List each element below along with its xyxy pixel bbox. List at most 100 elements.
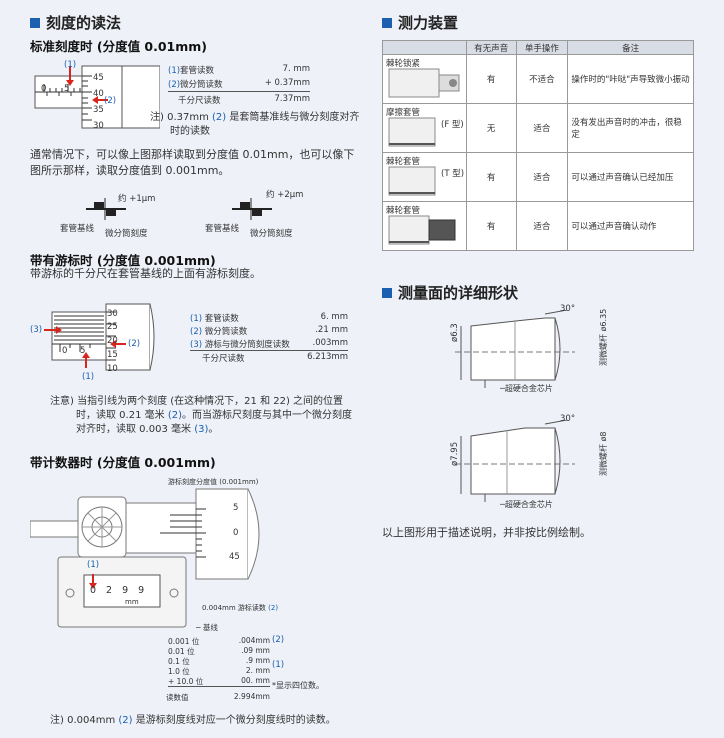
face-diagram-1 <box>455 310 575 388</box>
counter-micrometer-diagram <box>30 488 260 628</box>
vern-row-total: 千分尺读数 6.213mm <box>202 352 348 364</box>
small-diagram-1 <box>86 198 126 220</box>
vernier-title: 带有游标时 (分度值 0.001mm) <box>30 253 216 268</box>
face-1-left-dim: ø6.3 <box>450 323 460 342</box>
device-illustration: 棘轮套管 (T 型) <box>382 152 467 202</box>
vern-label-10: 10 <box>107 364 118 374</box>
vernier-note: 注意) 当指引线为两个刻度 (在这种情况下，21 和 22) 之间的位置 时，读… <box>50 396 352 435</box>
std-row-1: (1)套管读数 7. mm <box>168 64 310 76</box>
table-row: 棘轮套管 (T 型) 有 适合 可以通过声音确认已经加压 <box>382 152 694 202</box>
standard-paragraph: 通常情况下，可以像上图那样读取到分度值 0.01mm，也可以像下图所示那样，读取… <box>30 148 355 177</box>
std-label-5: 5 <box>64 84 70 94</box>
counter-title: 带计数器时 (分度值 0.001mm) <box>30 455 216 470</box>
standard-reading-table: (1)套管读数 7. mm (2)微分筒读数 + 0.37mm 千分尺读数 7.… <box>168 64 310 106</box>
counter-digit: 9 <box>122 585 129 596</box>
counter-scale-45: 45 <box>229 552 240 562</box>
section-title-scale-reading: 刻度的读法 <box>30 12 121 33</box>
small-diagram-2-right: 微分筒刻度 <box>250 229 293 239</box>
table-header: 备注 <box>567 40 694 55</box>
counter-four-digits: *显示四位数。 <box>272 681 324 690</box>
std-label-30: 30 <box>93 121 104 131</box>
face-1-bottom: ─超硬合金芯片 <box>500 384 553 393</box>
std-label-45: 45 <box>93 73 104 83</box>
table-row: 棘轮套管 有 适合 可以通过声音确认动作 <box>382 201 694 251</box>
vern-label-20: 20 <box>107 336 118 346</box>
small-diagram-1-right: 微分筒刻度 <box>105 229 148 239</box>
std-label-40: 40 <box>93 89 104 99</box>
device-illustration: 棘轮锁紧 <box>382 54 467 104</box>
standard-note: 注) 0.37mm (2) 是套筒基准线与微分刻度对齐 时的读数 <box>150 112 360 137</box>
vern-num-1: (1) <box>82 372 95 382</box>
section-title-measuring-force: 测力装置 <box>382 12 458 33</box>
vern-num-3: (3) <box>30 325 43 335</box>
standard-scale-diagram <box>34 65 160 129</box>
section-title-measuring-face: 测量面的详细形状 <box>382 282 518 303</box>
counter-num-1: (1) <box>87 560 100 570</box>
counter-digit: 2 <box>106 585 113 596</box>
table-header <box>382 40 467 55</box>
counter-scale-5: 5 <box>233 503 239 513</box>
vern-row-2: (2) 微分筒读数 .21 mm <box>190 325 348 337</box>
counter-digit: 9 <box>138 585 145 596</box>
std-num-2: (2) <box>104 96 117 106</box>
square-bullet-icon <box>382 17 392 28</box>
counter-row-num-2: (2) <box>272 635 285 645</box>
vern-label-25: 25 <box>107 322 118 332</box>
measuring-force-table: 有无声音 单手操作 备注 棘轮锁紧 有 不适合 操作时的"咔哒"声导致微小振动 … <box>382 40 694 251</box>
vern-label-30: 30 <box>107 309 118 319</box>
small-diagram-1-left: 套管基线 <box>60 224 95 234</box>
small-diagram-1-top: 约 +1μm <box>118 194 156 204</box>
vern-label-5: 5 <box>80 346 86 356</box>
counter-baseline: ─ 基线 <box>196 623 218 632</box>
counter-scale-0: 0 <box>233 528 239 538</box>
counter-row-num-1: (1) <box>272 660 285 670</box>
vernier-desc: 带游标的千分尺在套管基线的上面有游标刻度。 <box>30 267 261 280</box>
vern-num-2: (2) <box>128 339 141 349</box>
table-row: 棘轮锁紧 有 不适合 操作时的"咔哒"声导致微小振动 <box>382 54 694 104</box>
std-row-total: 千分尺读数 7.37mm <box>178 94 310 106</box>
counter-unit: mm <box>125 598 139 606</box>
counter-digit: 0 <box>90 585 97 596</box>
table-row: 摩擦套管 (F 型) 无 适合 没有发出声音时的冲击，很稳定 <box>382 103 694 153</box>
face-2-right-dim: 测微螺杆 ø8 <box>599 431 608 476</box>
small-diagram-2-top: 约 +2μm <box>266 190 304 200</box>
small-diagram-2 <box>232 198 272 220</box>
counter-row: 0.1 位.9 mm <box>168 656 270 666</box>
face-2-angle: 30° <box>560 414 576 424</box>
table-header: 单手操作 <box>515 40 569 55</box>
vern-row-3: (3) 游标与微分筒刻度读数 .003mm <box>190 338 348 351</box>
table-header-row: 有无声音 单手操作 备注 <box>382 40 694 55</box>
face-1-angle: 30° <box>560 304 576 314</box>
std-num-1: (1) <box>64 60 77 70</box>
face-1-right-dim: 测微螺杆 ø6.35 <box>599 308 608 366</box>
counter-row: 0.001 位.004mm <box>168 636 270 646</box>
vern-label-0: 0 <box>62 346 68 356</box>
small-diagram-2-left: 套管基线 <box>205 224 240 234</box>
vernier-reading-table: (1) 套管读数 6. mm (2) 微分筒读数 .21 mm (3) 游标与微… <box>190 312 348 364</box>
counter-vernier-reading: 0.004mm 游标读数 (2) <box>202 604 279 612</box>
square-bullet-icon <box>382 287 392 298</box>
device-illustration: 棘轮套管 <box>382 201 467 251</box>
counter-reading-table: 0.001 位.004mm 0.01 位.09 mm 0.1 位.9 mm 1.… <box>168 636 270 687</box>
counter-top-label: 游标刻度分度值 (0.001mm) <box>168 478 259 486</box>
counter-digits: 0 2 9 9 <box>90 585 144 596</box>
face-2-left-dim: ø7.95 <box>450 441 460 466</box>
counter-row: 0.01 位.09 mm <box>168 646 270 656</box>
square-bullet-icon <box>30 17 40 28</box>
face-diagram-2 <box>455 420 575 502</box>
device-illustration: 摩擦套管 (F 型) <box>382 103 467 153</box>
face-2-bottom: ─超硬合金芯片 <box>500 500 553 509</box>
vernier-scale-diagram <box>44 303 155 371</box>
measuring-face-footer: 以上图形用于描述说明，并非按比例绘制。 <box>382 526 591 539</box>
vern-label-15: 15 <box>107 350 118 360</box>
std-label-0: 0 <box>41 84 47 94</box>
counter-note: 注) 0.004mm (2) 是游标刻度线对应一个微分刻度线时的读数。 <box>50 715 336 726</box>
standard-scale-title: 标准刻度时 (分度值 0.01mm) <box>30 39 208 54</box>
std-label-35: 35 <box>93 105 104 115</box>
std-row-2: (2)微分筒读数 + 0.37mm <box>168 78 310 92</box>
table-header: 有无声音 <box>465 40 517 55</box>
vern-row-1: (1) 套管读数 6. mm <box>190 312 348 324</box>
